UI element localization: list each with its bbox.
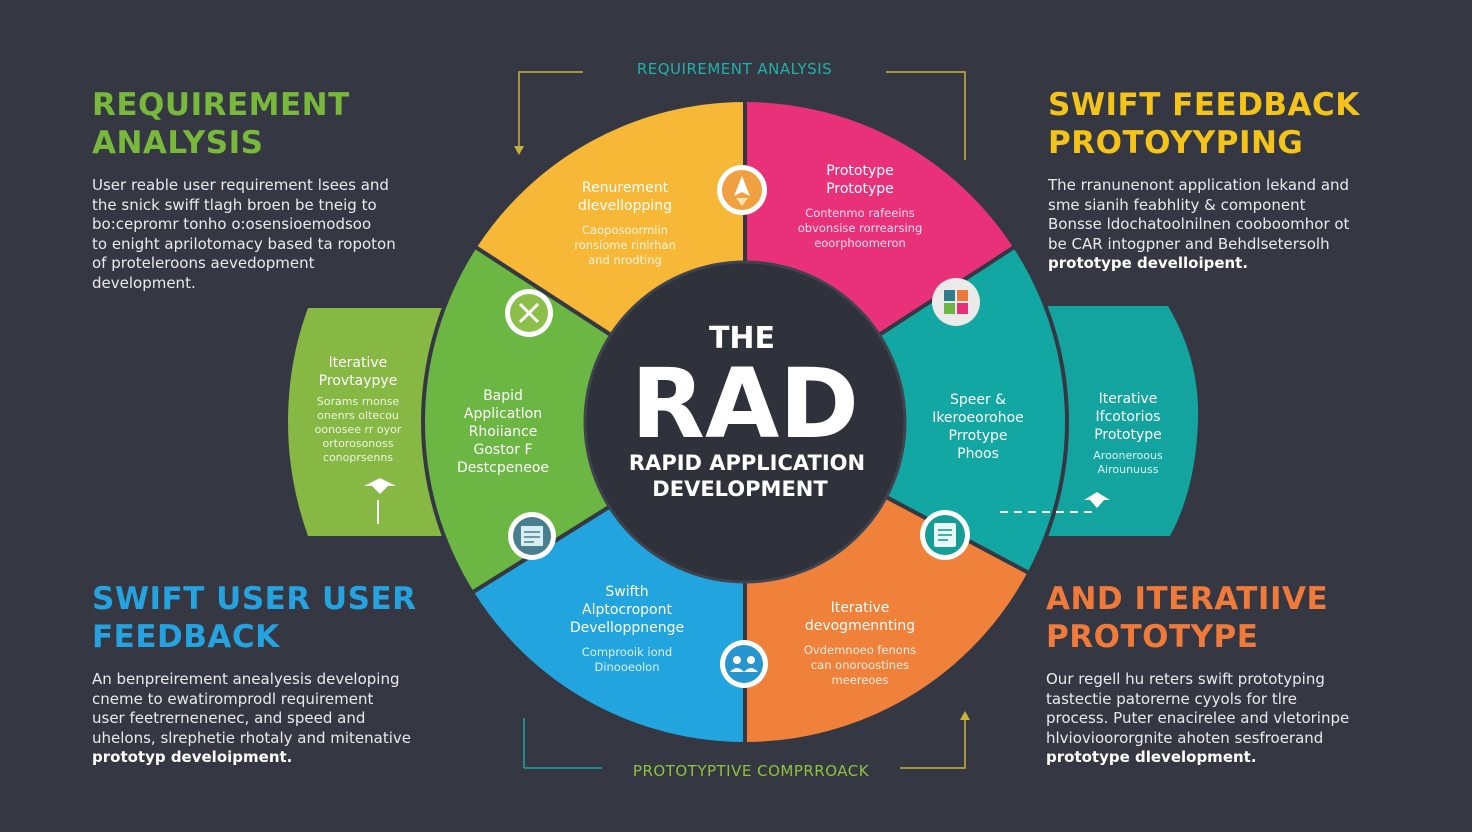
corner-text-bold: prototyp develoipment. [92,748,293,766]
corner-text: bo:cepromr tonho o:osensioemodsoo [92,215,372,233]
corner-text: of proteleroons aevedopment [92,254,315,272]
segment-title: Prrotype [949,428,1008,444]
segment-title: Iterative [831,600,890,616]
corner-heading: FEEDBACK [92,619,280,655]
segment-title: Rhoiiance [469,424,538,440]
segment-title: devogmennting [805,618,915,634]
segment-body: Ovdemnoeo fenons [804,643,916,657]
blueprint-icon[interactable] [508,512,556,560]
tab-body: oonosee rr oyor [315,423,402,436]
segment-title: Develloppnenge [570,620,684,636]
segment-body: Dinooeolon [594,660,659,674]
corner-heading: REQUIREMENT [92,87,350,123]
tools-icon[interactable] [505,289,553,337]
corner-text: hlviovioororgnite ahoten sesfroerand [1046,728,1324,747]
segment-body: ronsiome rinlrhan [574,238,676,252]
tab-title: Iterative [1099,391,1158,407]
corner-text: the snick swiff tlagh broen be tneig to [92,195,377,214]
corner-heading: PROTOTYPE [1046,619,1259,655]
center-the: THE [709,321,775,356]
segment-body: and nrodting [588,253,662,267]
segment-title: Prototype [826,181,894,197]
corner-text: be CAR intogpner and Behdlsetersolh [1048,234,1330,253]
segment-title: Renurement [582,180,669,196]
corner-text: User reable user requirement lsees and [92,176,389,194]
corner-bottom-left: SWIFT USER USER FEEDBACK An benpreiremen… [92,580,432,768]
center-rad: RAD [631,348,859,460]
corner-heading: PROTOYYPING [1048,125,1304,161]
tab-left-marker [364,478,396,524]
corner-text: Bonsse ldochatoolnilnen cooboomhor ot [1048,215,1350,233]
document-icon[interactable] [920,510,970,560]
puzzle-icon[interactable] [932,278,980,326]
corner-text: sme sianih feabhlity & component [1048,195,1306,214]
corner-text: tastectie patorerne cyyols for tlre [1046,689,1297,708]
corner-text-bold: prototype develloipent. [1048,254,1249,272]
tab-title: Prototype [1094,427,1162,443]
arrow-up-icon [960,711,970,720]
center-hub [583,260,907,584]
corner-top-right: SWIFT FEEDBACK PROTOYYPING The rranuneno… [1048,86,1388,274]
corner-heading: ANALYSIS [92,125,264,161]
tab-body: ortorosonoss [323,437,394,450]
rocket-icon[interactable] [717,165,767,215]
corner-text: to enight aprilotomacy based ta ropoton [92,234,396,253]
corner-text: development. [92,273,196,292]
segment-title: Swifth [605,584,648,600]
tab-body: conoprsenns [323,451,393,464]
segment-title: Phoos [957,446,999,462]
center-line2: DEVELOPMENT [652,477,828,501]
corner-text: process. Puter enacirelee and vletorinpe [1046,709,1350,727]
segment-body: meereoes [831,673,888,687]
corner-text: Our regell hu reters swift prototyping [1046,670,1325,688]
segment-title: Ikeroeorohoe [932,410,1024,426]
plane-icon [1084,492,1110,500]
tab-body: onenrs oltecou [317,409,399,422]
corner-text: The rranunenont application lekand and [1048,176,1350,194]
arrow-down-icon [514,146,524,155]
corner-text-bold: prototype dlevelopment. [1046,748,1257,766]
segment-title: Applicatlon [464,406,542,422]
segment-body: Comprooik iond [582,645,672,659]
corner-heading: SWIFT FEEDBACK [1048,87,1360,123]
tab-body: Arooneroous [1093,449,1163,462]
segment-body: Contenmo rafeeins [805,206,915,220]
plane-icon [364,478,396,486]
center-line1: RAPID APPLICATION [629,451,865,475]
corner-text: cneme to ewatiromprodl requirement [92,689,374,708]
corner-heading: SWIFT USER USER [92,581,417,617]
corner-text: uhelons, slrephetie rhotaly and mitenati… [92,728,411,747]
segment-title: Alptocropont [582,602,672,618]
segment-title: Gostor F [473,442,532,458]
segment-body: can onoroostines [811,658,909,672]
top-label: REQUIREMENT ANALYSIS [636,60,833,78]
segment-body: Caoposoormlin [582,223,668,237]
tab-body: Sorams rnonse [317,395,400,408]
corner-text: user feetrernenenec, and speed and [92,709,366,727]
bottom-label: PROTOTYPTIVE COMPRROACK [632,762,870,780]
corner-heading: AND ITERATIIVE [1046,581,1329,617]
segment-title: Destcpeneoe [457,460,549,476]
tab-title: Provtaypye [319,373,398,389]
segment-body: eoorphoomeron [814,236,906,250]
segment-title: Bapid [483,388,523,404]
tab-title: lterative [329,355,388,371]
segment-title: dlevellopping [578,198,672,214]
people-icon[interactable] [720,640,768,688]
tab-title: Ifcotorios [1096,409,1161,425]
corner-text: An benpreirement anealyesis developing [92,670,400,688]
corner-top-left: REQUIREMENT ANALYSIS User reable user re… [92,86,432,293]
segment-title: Speer & [950,392,1006,408]
segment-body: obvonsise rorrearsing [798,221,923,235]
segment-title: Prototype [826,163,894,179]
corner-bottom-right: AND ITERATIIVE PROTOTYPE Our regell hu r… [1046,580,1396,768]
tab-body: Airounuuss [1098,463,1159,476]
tab-right-marker [1000,492,1110,513]
